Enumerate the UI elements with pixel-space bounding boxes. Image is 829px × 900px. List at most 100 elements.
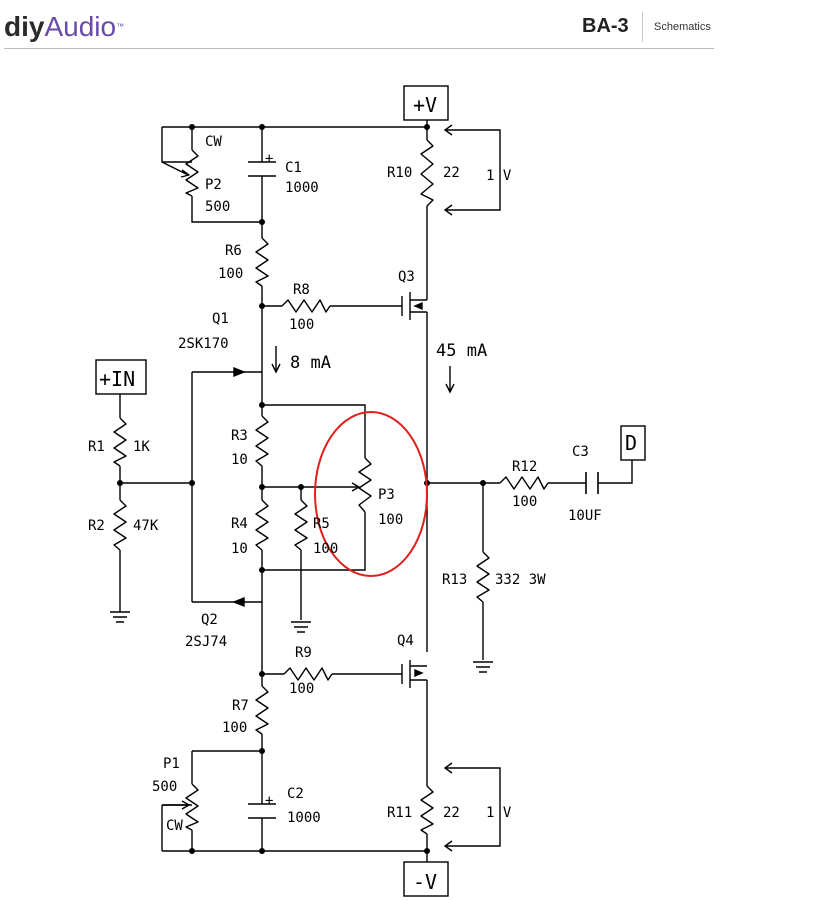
c1-value: 1000 xyxy=(285,180,319,196)
front-current-label: 8 mA xyxy=(290,353,331,373)
r8-name: R8 xyxy=(293,282,310,298)
output-box xyxy=(620,425,646,461)
r13-name: R13 xyxy=(442,572,467,588)
r2-value: 47K xyxy=(133,518,159,534)
r10-name: R10 xyxy=(387,165,412,181)
r5-value: 100 xyxy=(313,541,338,557)
p3-wiper-arrow xyxy=(351,482,360,492)
r6-value: 100 xyxy=(218,266,243,282)
p3-highlight-circle xyxy=(314,411,428,577)
c3-name: C3 xyxy=(572,444,589,460)
r11-symbol xyxy=(420,785,434,835)
p2-wiper-label: CW xyxy=(205,134,222,150)
r12-name: R12 xyxy=(512,459,537,475)
r11-drop-bracket xyxy=(443,762,501,852)
p1-wiper-arrow xyxy=(162,800,190,810)
q2-arrow xyxy=(232,596,245,608)
grounds xyxy=(110,610,493,673)
header-rule xyxy=(4,48,714,49)
r5-name: R5 xyxy=(313,516,330,532)
q2-name: Q2 xyxy=(201,612,218,628)
p1-wiper-label: CW xyxy=(166,818,183,834)
p3-value: 100 xyxy=(378,512,403,528)
c3-symbol xyxy=(585,472,599,494)
p3-name: P3 xyxy=(378,487,395,503)
q3-gate-arrow xyxy=(413,301,423,311)
r8-symbol xyxy=(281,299,331,313)
p2-value: 500 xyxy=(205,199,230,215)
section-label: Schematics xyxy=(654,21,711,33)
output-label: D xyxy=(625,431,637,455)
logo-main-text: diy xyxy=(4,11,45,42)
p3-symbol xyxy=(358,457,372,513)
wires xyxy=(119,120,633,862)
junctions xyxy=(117,124,486,854)
r11-drop-label: 1 V xyxy=(486,805,512,821)
r9-name: R9 xyxy=(295,645,312,661)
q3-name: Q3 xyxy=(398,269,415,285)
r3-value: 10 xyxy=(231,452,248,468)
r4-name: R4 xyxy=(231,516,248,532)
r7-name: R7 xyxy=(232,698,249,714)
r11-name: R11 xyxy=(387,805,412,821)
resistors xyxy=(113,139,549,835)
header-separator xyxy=(642,12,643,42)
r3-symbol xyxy=(255,415,269,467)
front-current-arrow xyxy=(271,346,281,374)
diyaudio-logo: diyAudio™ xyxy=(4,10,124,44)
q1-part: 2SK170 xyxy=(178,336,229,352)
p1-name: P1 xyxy=(163,756,180,772)
p1-value: 500 xyxy=(152,779,177,795)
r10-drop-bracket xyxy=(443,124,501,216)
r4-symbol xyxy=(255,499,269,551)
q1-arrow xyxy=(233,366,246,378)
r2-name: R2 xyxy=(88,518,105,534)
q1-name: Q1 xyxy=(212,311,229,327)
q4-name: Q4 xyxy=(397,633,414,649)
r3-name: R3 xyxy=(231,428,248,444)
c1-symbol xyxy=(248,161,276,177)
neg-rail-label: -V xyxy=(413,870,437,894)
c1-name: C1 xyxy=(285,160,302,176)
input-box xyxy=(95,359,147,395)
terminal-boxes xyxy=(95,85,646,897)
c2-polarity: + xyxy=(265,793,273,809)
capacitors xyxy=(248,161,599,819)
r10-symbol xyxy=(420,139,434,207)
output-current-arrow xyxy=(445,366,455,394)
ground-r13 xyxy=(473,661,493,673)
p1-symbol xyxy=(185,783,199,831)
r12-value: 100 xyxy=(512,494,537,510)
r1-value: 1K xyxy=(133,439,150,455)
r6-name: R6 xyxy=(225,243,242,259)
jfets xyxy=(232,301,424,678)
neg-rail-box xyxy=(403,861,449,897)
r6-symbol xyxy=(255,237,269,287)
c3-value: 10UF xyxy=(568,508,602,524)
r7-value: 100 xyxy=(222,720,247,736)
r13-value: 332 3W xyxy=(495,572,546,588)
r11-value: 22 xyxy=(443,805,460,821)
output-current-label: 45 mA xyxy=(436,341,487,361)
q2-part: 2SJ74 xyxy=(185,634,227,650)
document-id: BA-3 xyxy=(582,15,629,37)
r8-value: 100 xyxy=(289,317,314,333)
c2-value: 1000 xyxy=(287,810,321,826)
measurement-brackets xyxy=(271,124,501,852)
r4-value: 10 xyxy=(231,541,248,557)
c2-name: C2 xyxy=(287,786,304,802)
r12-symbol xyxy=(499,476,549,490)
r2-symbol xyxy=(113,499,127,551)
q4-gate-arrow xyxy=(414,668,424,678)
p2-symbol xyxy=(185,149,199,197)
r1-name: R1 xyxy=(88,439,105,455)
r13-symbol xyxy=(476,551,490,603)
r1-symbol xyxy=(113,417,127,467)
r7-symbol xyxy=(255,685,269,735)
ground-r5 xyxy=(291,621,311,633)
r9-symbol xyxy=(283,667,333,681)
p2-wiper-arrow xyxy=(161,161,190,178)
c2-symbol xyxy=(248,803,276,819)
potentiometers xyxy=(161,149,372,831)
